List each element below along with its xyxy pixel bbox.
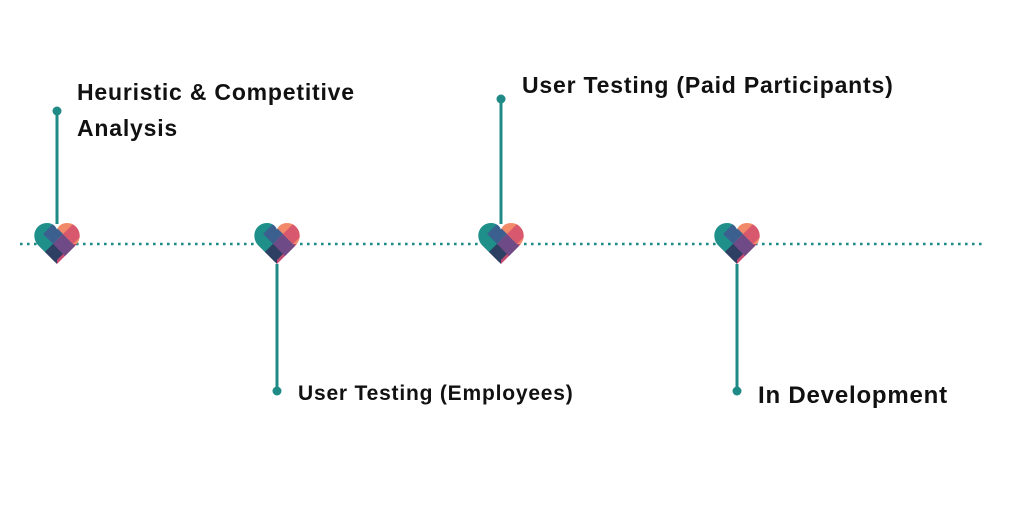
milestone-label-user-testing-paid: User Testing (Paid Participants) bbox=[522, 70, 894, 100]
milestone-dot bbox=[496, 94, 506, 104]
milestone-dot bbox=[272, 386, 282, 396]
milestone-dot bbox=[732, 386, 742, 396]
milestone-label-line: User Testing (Employees) bbox=[298, 382, 574, 405]
milestone-label-line: In Development bbox=[758, 382, 948, 409]
milestone-label-line: Analysis bbox=[77, 115, 179, 141]
milestone-label-line: Heuristic & Competitive bbox=[77, 79, 355, 105]
milestone-label-in-development: In Development bbox=[758, 380, 948, 412]
milestone-label-line: User Testing (Paid Participants) bbox=[522, 72, 894, 98]
milestone-label-heuristic-analysis: Heuristic & Competitive Analysis bbox=[77, 74, 355, 146]
milestone-label-user-testing-employees: User Testing (Employees) bbox=[298, 380, 574, 408]
milestone-dot bbox=[52, 106, 62, 116]
